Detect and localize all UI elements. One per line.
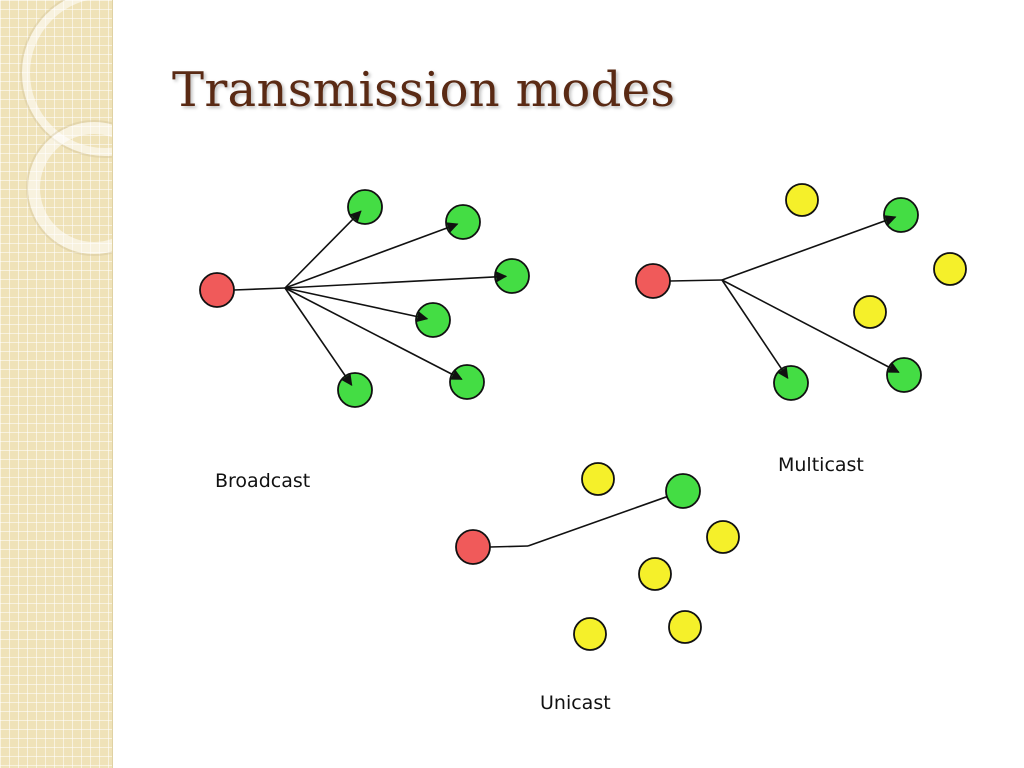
broadcast-receiver-node [337, 372, 373, 408]
broadcast-receiver-node [449, 364, 485, 400]
unicast-idle-node [573, 617, 607, 651]
slide-title: Transmission modes [172, 62, 676, 118]
unicast-idle-node [638, 557, 672, 591]
unicast-group [489, 495, 668, 548]
multicast-edge [721, 279, 900, 373]
broadcast-edge [284, 271, 508, 289]
broadcast-sender-node [199, 272, 235, 308]
unicast-label: Unicast [540, 692, 611, 714]
multicast-label: Multicast [778, 454, 864, 476]
multicast-idle-node [933, 252, 967, 286]
broadcast-edge [284, 210, 362, 289]
multicast-nodes [635, 183, 967, 401]
multicast-receiver-node [886, 357, 922, 393]
broadcast-edge [284, 222, 459, 289]
unicast-sender-edge [489, 545, 529, 548]
multicast-edge [721, 279, 789, 379]
multicast-receiver-node [773, 365, 809, 401]
unicast-idle-node [581, 462, 615, 496]
multicast-idle-node [785, 183, 819, 217]
broadcast-label: Broadcast [215, 470, 311, 492]
multicast-sender-node [635, 263, 671, 299]
broadcast-receiver-node [445, 204, 481, 240]
broadcast-edge [284, 287, 353, 387]
broadcast-nodes [199, 189, 530, 408]
broadcast-receiver-node [415, 302, 451, 338]
broadcast-receiver-node [494, 258, 530, 294]
broadcast-group [233, 210, 508, 387]
broadcast-edge [284, 287, 463, 380]
broadcast-sender-edge [233, 287, 286, 291]
unicast-idle-node [706, 520, 740, 554]
decorative-side-strip [0, 0, 113, 768]
multicast-sender-edge [669, 279, 723, 282]
multicast-idle-node [853, 295, 887, 329]
unicast-idle-node [668, 610, 702, 644]
unicast-sender-node [455, 529, 491, 565]
multicast-receiver-node [883, 197, 919, 233]
broadcast-edge [284, 287, 429, 323]
unicast-receiver-node [665, 473, 701, 509]
unicast-edge [527, 495, 668, 547]
unicast-nodes [455, 462, 740, 651]
multicast-edge [721, 215, 897, 281]
multicast-group [669, 215, 900, 379]
